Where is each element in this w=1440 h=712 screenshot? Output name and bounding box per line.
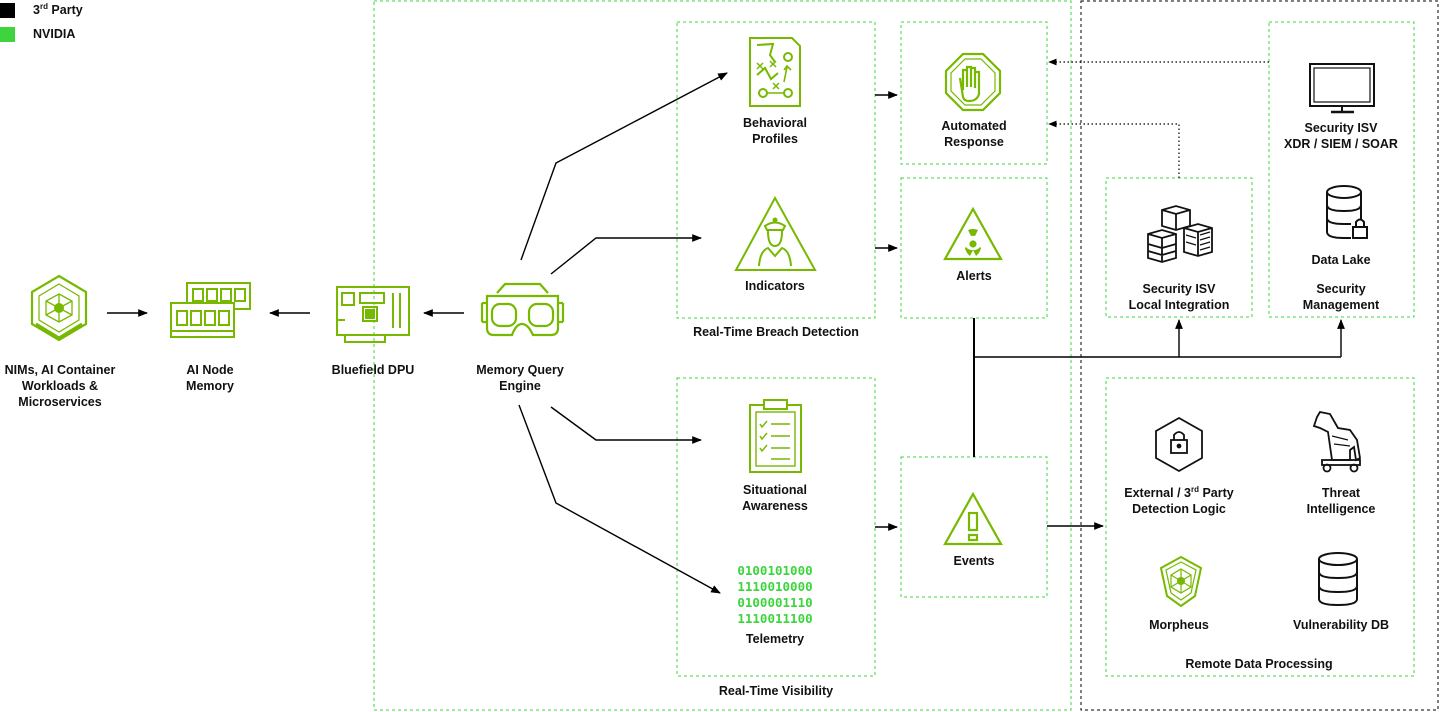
visibility-group [676,377,876,677]
arrow-mqe-to-indicators [550,234,702,275]
legend-swatch-green [0,26,15,42]
visibility-title: Real-Time Visibility [718,684,834,698]
security-management-box [1268,21,1415,318]
telemetry-label: Telemetry [745,632,805,646]
database-lock-icon [1326,185,1368,239]
events-box [900,456,1048,598]
events-label: Events [953,554,995,568]
hexagon-lock-icon [1155,416,1203,473]
legend-label: 3rd Party [33,1,83,17]
playbook-map-icon [749,37,801,107]
database-icon [1318,552,1358,607]
officer-triangle-icon [734,195,817,271]
legend-swatch-black [0,2,15,18]
memory-modules-icon [170,282,251,338]
alerts-label: Alerts [956,269,992,283]
connectors [107,72,1345,594]
bluefield-dpu-label: Bluefield DPU [331,363,415,377]
alerts-box [900,177,1048,319]
trojan-horse-icon [1312,410,1361,473]
indicators-label: Indicators [745,279,805,293]
legend-item-third-party: 3rd Party [0,2,83,18]
legend-item-nvidia: NVIDIA [0,26,75,42]
remote-data-processing-title: Remote Data Processing [1185,657,1333,671]
stop-hand-icon [944,52,1002,112]
data-lake-label: Data Lake [1311,253,1371,267]
nvidia-zone-border [373,0,1072,711]
vr-headset-icon [480,282,565,337]
breach-detection-group [676,21,876,319]
vulnerability-db-label: Vulnerability DB [1292,618,1390,632]
third-party-zone-border [1080,0,1439,711]
radiation-triangle-icon [943,206,1003,261]
dotted-connectors [1048,58,1269,178]
arrow-mqe-to-telemetry [518,404,721,594]
legend-label: NVIDIA [33,27,76,41]
warning-triangle-icon [943,491,1003,546]
dpu-card-icon [336,286,410,343]
automated-response-box [900,21,1048,165]
morpheus-shield-icon [1159,555,1203,608]
firewall-cubes-icon [1147,205,1213,263]
arrow-mqe-to-behavioral [520,72,728,261]
morpheus-label: Morpheus [1149,618,1209,632]
remote-processing-box [1105,377,1415,677]
hexagon-network-icon [30,274,88,342]
external-detection-label: External / 3rd Party Detection Logic [1124,484,1234,516]
arrow-mqe-to-situational [550,406,702,444]
monitor-icon [1309,63,1375,114]
breach-detection-title: Real-Time Breach Detection [693,325,859,339]
dotted-arrow-local-to-response [1048,120,1180,178]
clipboard-checklist-icon [749,399,802,473]
